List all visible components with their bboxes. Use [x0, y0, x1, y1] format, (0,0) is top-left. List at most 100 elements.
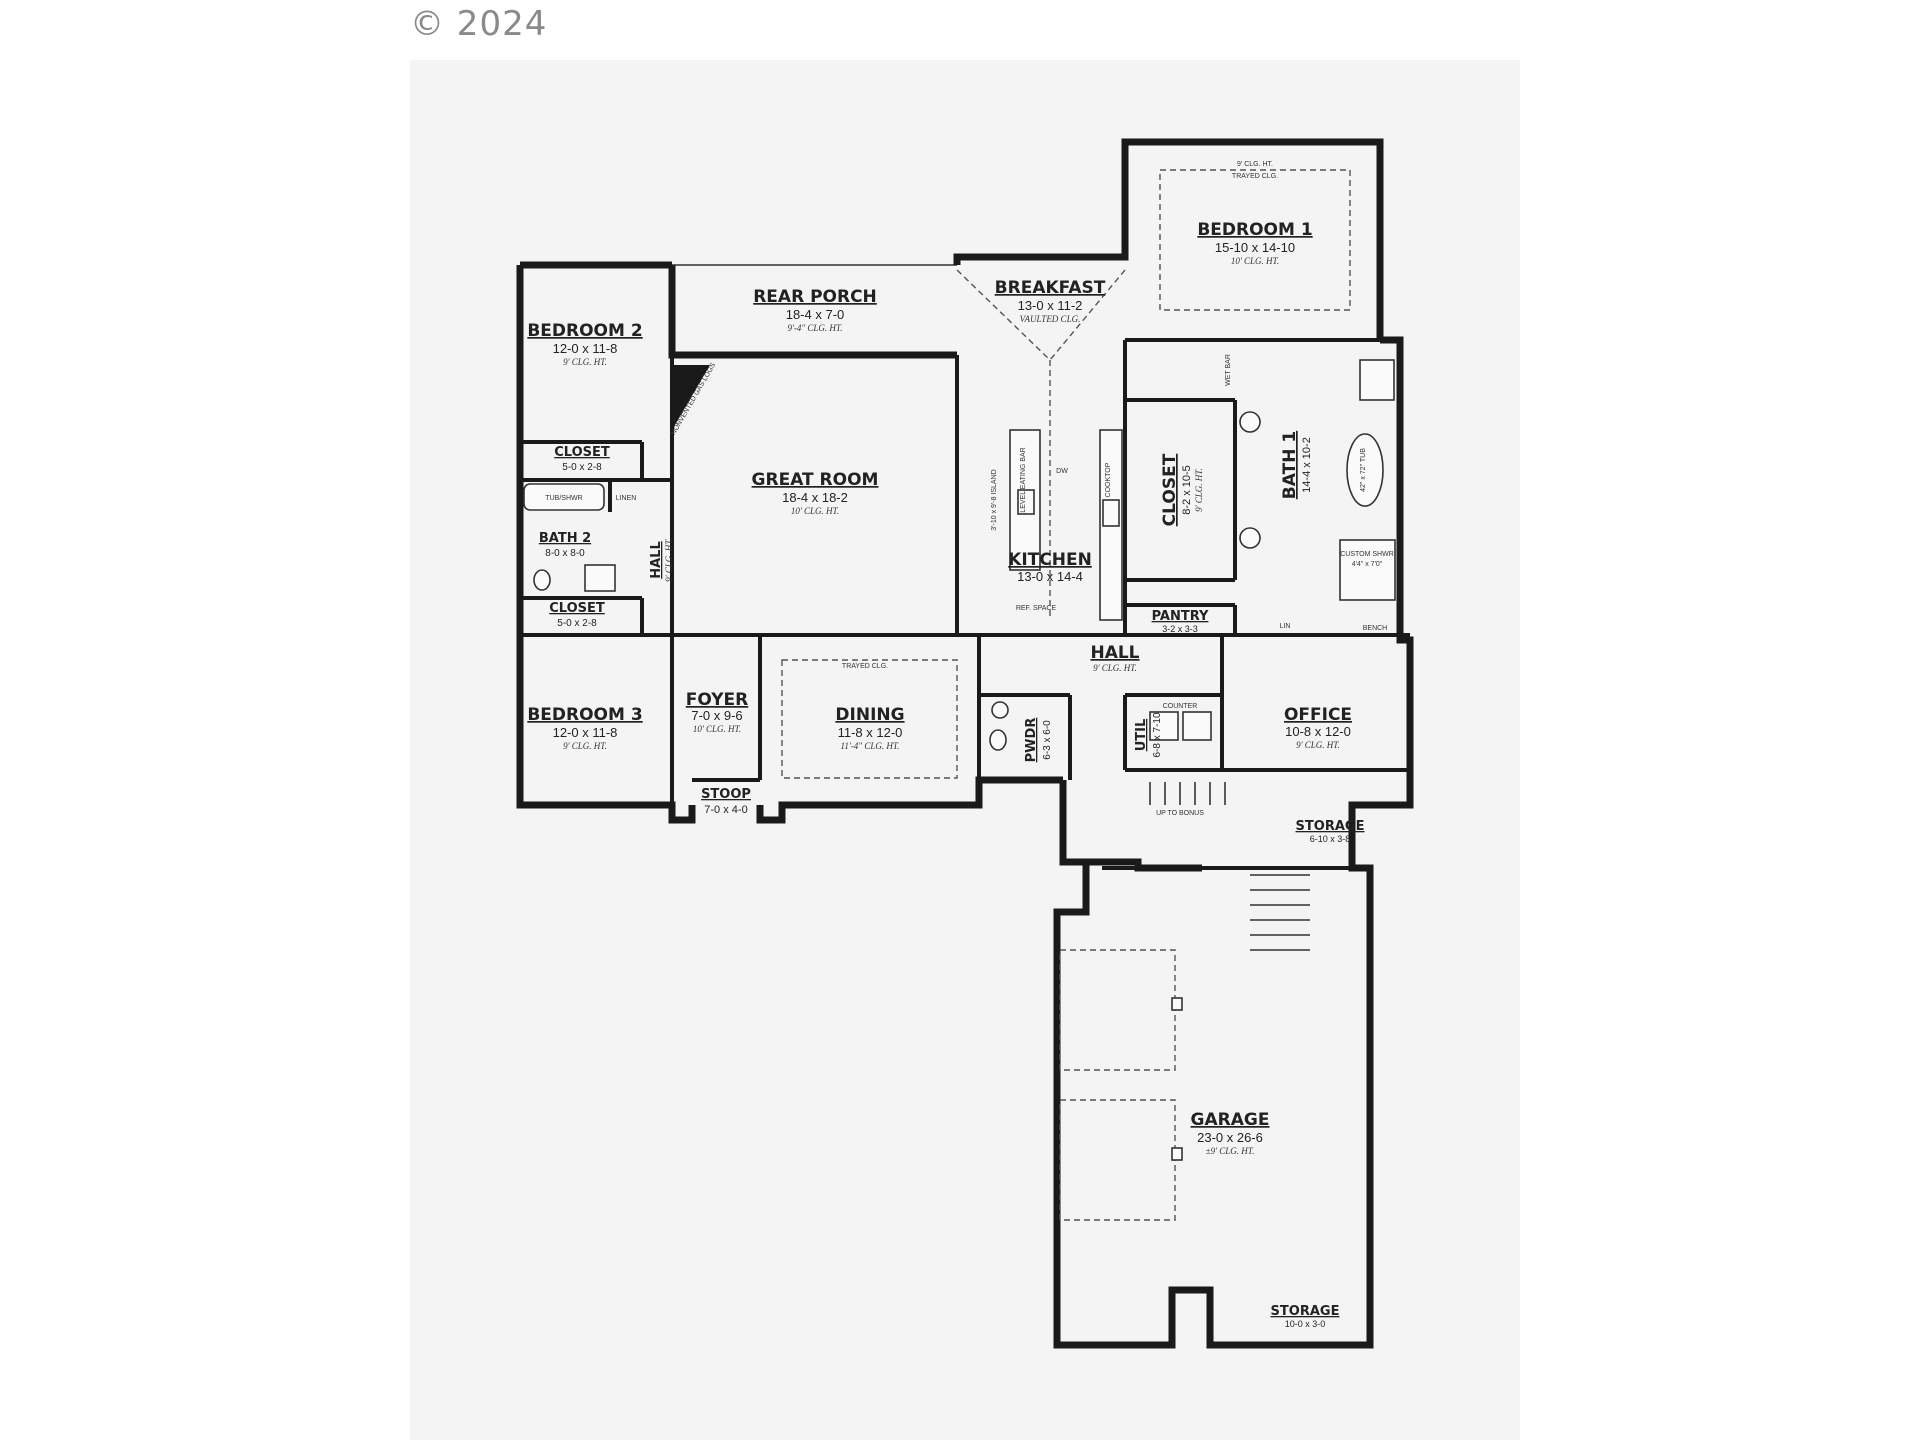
svg-text:CUSTOM SHWR: CUSTOM SHWR — [1340, 551, 1394, 558]
svg-text:UP TO BONUS: UP TO BONUS — [1156, 810, 1204, 817]
svg-text:10' CLG. HT.: 10' CLG. HT. — [791, 506, 839, 516]
svg-text:10-0 x 3-0: 10-0 x 3-0 — [1285, 1319, 1326, 1329]
svg-text:11'-4" CLG. HT.: 11'-4" CLG. HT. — [841, 741, 900, 751]
svg-text:10' CLG. HT.: 10' CLG. HT. — [1231, 256, 1279, 266]
svg-text:14-4 x 10-2: 14-4 x 10-2 — [1301, 437, 1313, 493]
svg-text:REAR PORCH: REAR PORCH — [753, 287, 877, 307]
svg-text:3'-10 x 9'-8 ISLAND: 3'-10 x 9'-8 ISLAND — [991, 469, 998, 530]
svg-text:PANTRY: PANTRY — [1152, 609, 1209, 624]
svg-text:9' CLG. HT.: 9' CLG. HT. — [563, 357, 607, 367]
svg-text:LIN: LIN — [1280, 623, 1291, 630]
floor-plan-drawing: 9' CLG. HT. TRAYED CLG. BEDROOM 1 15-10 … — [516, 138, 1414, 1349]
exterior-walls — [516, 138, 1414, 1349]
room-pantry: PANTRY 3-2 x 3-3 — [1152, 609, 1209, 634]
svg-text:GREAT ROOM: GREAT ROOM — [752, 470, 879, 490]
svg-text:6-10 x 3-8: 6-10 x 3-8 — [1310, 834, 1351, 844]
svg-text:TRAYED CLG.: TRAYED CLG. — [842, 663, 888, 670]
interior-walls — [520, 338, 1410, 870]
room-dining: TRAYED CLG. DINING 11-8 x 12-0 11'-4" CL… — [835, 663, 904, 751]
svg-text:3-2 x 3-3: 3-2 x 3-3 — [1162, 624, 1198, 634]
svg-text:CLOSET: CLOSET — [1160, 453, 1180, 526]
svg-text:9' CLG. HT.: 9' CLG. HT. — [1194, 468, 1204, 512]
svg-text:KITCHEN: KITCHEN — [1008, 550, 1092, 570]
svg-text:7-0 x 9-6: 7-0 x 9-6 — [691, 708, 742, 723]
svg-text:42" x 72" TUB: 42" x 72" TUB — [1360, 448, 1367, 492]
svg-text:BEDROOM 2: BEDROOM 2 — [527, 321, 642, 341]
svg-text:GARAGE: GARAGE — [1191, 1110, 1270, 1130]
svg-text:BEDROOM 1: BEDROOM 1 — [1197, 220, 1312, 240]
room-stoop: STOOP 7-0 x 4-0 — [701, 787, 751, 816]
room-util: COUNTER UTIL 6-8 x 7-10 — [1134, 703, 1197, 758]
svg-text:REF. SPACE: REF. SPACE — [1016, 605, 1057, 612]
svg-text:LEVEL EATING BAR: LEVEL EATING BAR — [1020, 447, 1027, 512]
room-bedroom2: BEDROOM 2 12-0 x 11-8 9' CLG. HT. — [527, 321, 642, 367]
svg-text:BENCH: BENCH — [1363, 625, 1388, 632]
room-garage: GARAGE 23-0 x 26-6 ±9' CLG. HT. — [1191, 1110, 1270, 1156]
svg-text:TRAYED CLG.: TRAYED CLG. — [1232, 173, 1278, 180]
svg-text:BEDROOM 3: BEDROOM 3 — [527, 705, 642, 725]
svg-text:WET BAR: WET BAR — [1225, 354, 1232, 386]
svg-text:COUNTER: COUNTER — [1163, 703, 1198, 710]
svg-text:10' CLG. HT.: 10' CLG. HT. — [693, 724, 741, 734]
svg-text:18-4 x 18-2: 18-4 x 18-2 — [782, 490, 848, 505]
room-bath2: TUB/SHWR LINEN BATH 2 8-0 x 8-0 — [539, 495, 636, 559]
floor-plan-sheet: 9' CLG. HT. TRAYED CLG. BEDROOM 1 15-10 … — [410, 60, 1520, 1440]
svg-text:6-3 x 6-0: 6-3 x 6-0 — [1042, 720, 1053, 760]
svg-text:18-4 x 7-0: 18-4 x 7-0 — [786, 307, 845, 322]
svg-text:8-0 x 8-0: 8-0 x 8-0 — [545, 548, 585, 559]
svg-text:HALL: HALL — [1090, 643, 1139, 663]
room-pwdr: PWDR 6-3 x 6-0 — [1024, 718, 1053, 763]
room-closet-b3: CLOSET 5-0 x 2-8 — [549, 601, 605, 629]
svg-text:DINING: DINING — [835, 705, 904, 725]
svg-text:9' CLG. HT.: 9' CLG. HT. — [1237, 161, 1273, 168]
svg-text:9'-4" CLG. HT.: 9'-4" CLG. HT. — [787, 323, 842, 333]
svg-text:12-0 x 11-8: 12-0 x 11-8 — [553, 341, 618, 356]
room-hall: HALL 9' CLG. HT. — [1090, 643, 1139, 673]
svg-text:9' CLG. HT.: 9' CLG. HT. — [664, 538, 674, 582]
svg-text:STOOP: STOOP — [701, 787, 751, 802]
svg-text:PWDR: PWDR — [1024, 718, 1039, 763]
svg-text:OFFICE: OFFICE — [1284, 705, 1352, 725]
svg-text:9' CLG. HT.: 9' CLG. HT. — [1093, 663, 1137, 673]
svg-text:9' CLG. HT.: 9' CLG. HT. — [563, 741, 607, 751]
svg-text:8-2 x 10-5: 8-2 x 10-5 — [1181, 465, 1193, 515]
svg-text:BREAKFAST: BREAKFAST — [995, 278, 1106, 298]
svg-text:7-0 x 4-0: 7-0 x 4-0 — [704, 804, 747, 816]
room-office: OFFICE 10-8 x 12-0 9' CLG. HT. — [1284, 705, 1352, 750]
room-stairs: UP TO BONUS — [1156, 810, 1204, 817]
svg-text:CLOSET: CLOSET — [549, 601, 605, 616]
svg-text:CLOSET: CLOSET — [554, 445, 610, 460]
room-kitchen: KITCHEN 13-0 x 14-4 REF. SPACE 3'-10 x 9… — [991, 447, 1112, 612]
fixtures — [523, 359, 1396, 1221]
room-rear-porch: REAR PORCH 18-4 x 7-0 9'-4" CLG. HT. — [753, 287, 877, 333]
room-bedroom1: 9' CLG. HT. TRAYED CLG. BEDROOM 1 15-10 … — [1197, 161, 1312, 266]
svg-text:TUB/SHWR: TUB/SHWR — [545, 495, 582, 502]
svg-text:13-0 x 14-4: 13-0 x 14-4 — [1017, 569, 1083, 584]
svg-text:VAULTED CLG.: VAULTED CLG. — [1020, 314, 1081, 324]
svg-text:13-0 x 11-2: 13-0 x 11-2 — [1018, 298, 1083, 313]
svg-text:5-0 x 2-8: 5-0 x 2-8 — [557, 618, 597, 629]
svg-text:BATH 2: BATH 2 — [539, 531, 591, 546]
svg-text:4'4" x 7'0": 4'4" x 7'0" — [1352, 561, 1383, 568]
room-breakfast: BREAKFAST 13-0 x 11-2 VAULTED CLG. — [995, 278, 1106, 324]
svg-text:STORAGE: STORAGE — [1296, 819, 1365, 834]
svg-text:STORAGE: STORAGE — [1271, 1304, 1340, 1319]
room-great-room: GREAT ROOM 18-4 x 18-2 10' CLG. HT. NONV… — [670, 362, 878, 516]
room-closet-b2: CLOSET 5-0 x 2-8 — [554, 445, 610, 473]
svg-text:23-0 x 26-6: 23-0 x 26-6 — [1197, 1130, 1263, 1145]
room-bedroom3: BEDROOM 3 12-0 x 11-8 9' CLG. HT. — [527, 705, 642, 751]
room-storage1: STORAGE 6-10 x 3-8 — [1296, 819, 1365, 844]
room-foyer: FOYER 7-0 x 9-6 10' CLG. HT. — [686, 690, 748, 734]
svg-text:15-10 x 14-10: 15-10 x 14-10 — [1215, 240, 1295, 255]
room-bath1: BATH 1 14-4 x 10-2 42" x 72" TUB CUSTOM … — [1225, 354, 1394, 632]
svg-text:12-0 x 11-8: 12-0 x 11-8 — [553, 725, 618, 740]
svg-text:COOKTOP: COOKTOP — [1105, 462, 1112, 497]
svg-text:LINEN: LINEN — [616, 495, 637, 502]
svg-text:6-8 x 7-10: 6-8 x 7-10 — [1152, 712, 1163, 757]
svg-text:FOYER: FOYER — [686, 690, 748, 710]
copyright-text: © 2024 — [410, 4, 548, 44]
room-storage2: STORAGE 10-0 x 3-0 — [1271, 1304, 1340, 1329]
ceiling-outlines — [781, 169, 1351, 779]
svg-text:BATH 1: BATH 1 — [1280, 431, 1300, 499]
svg-text:5-0 x 2-8: 5-0 x 2-8 — [562, 462, 602, 473]
